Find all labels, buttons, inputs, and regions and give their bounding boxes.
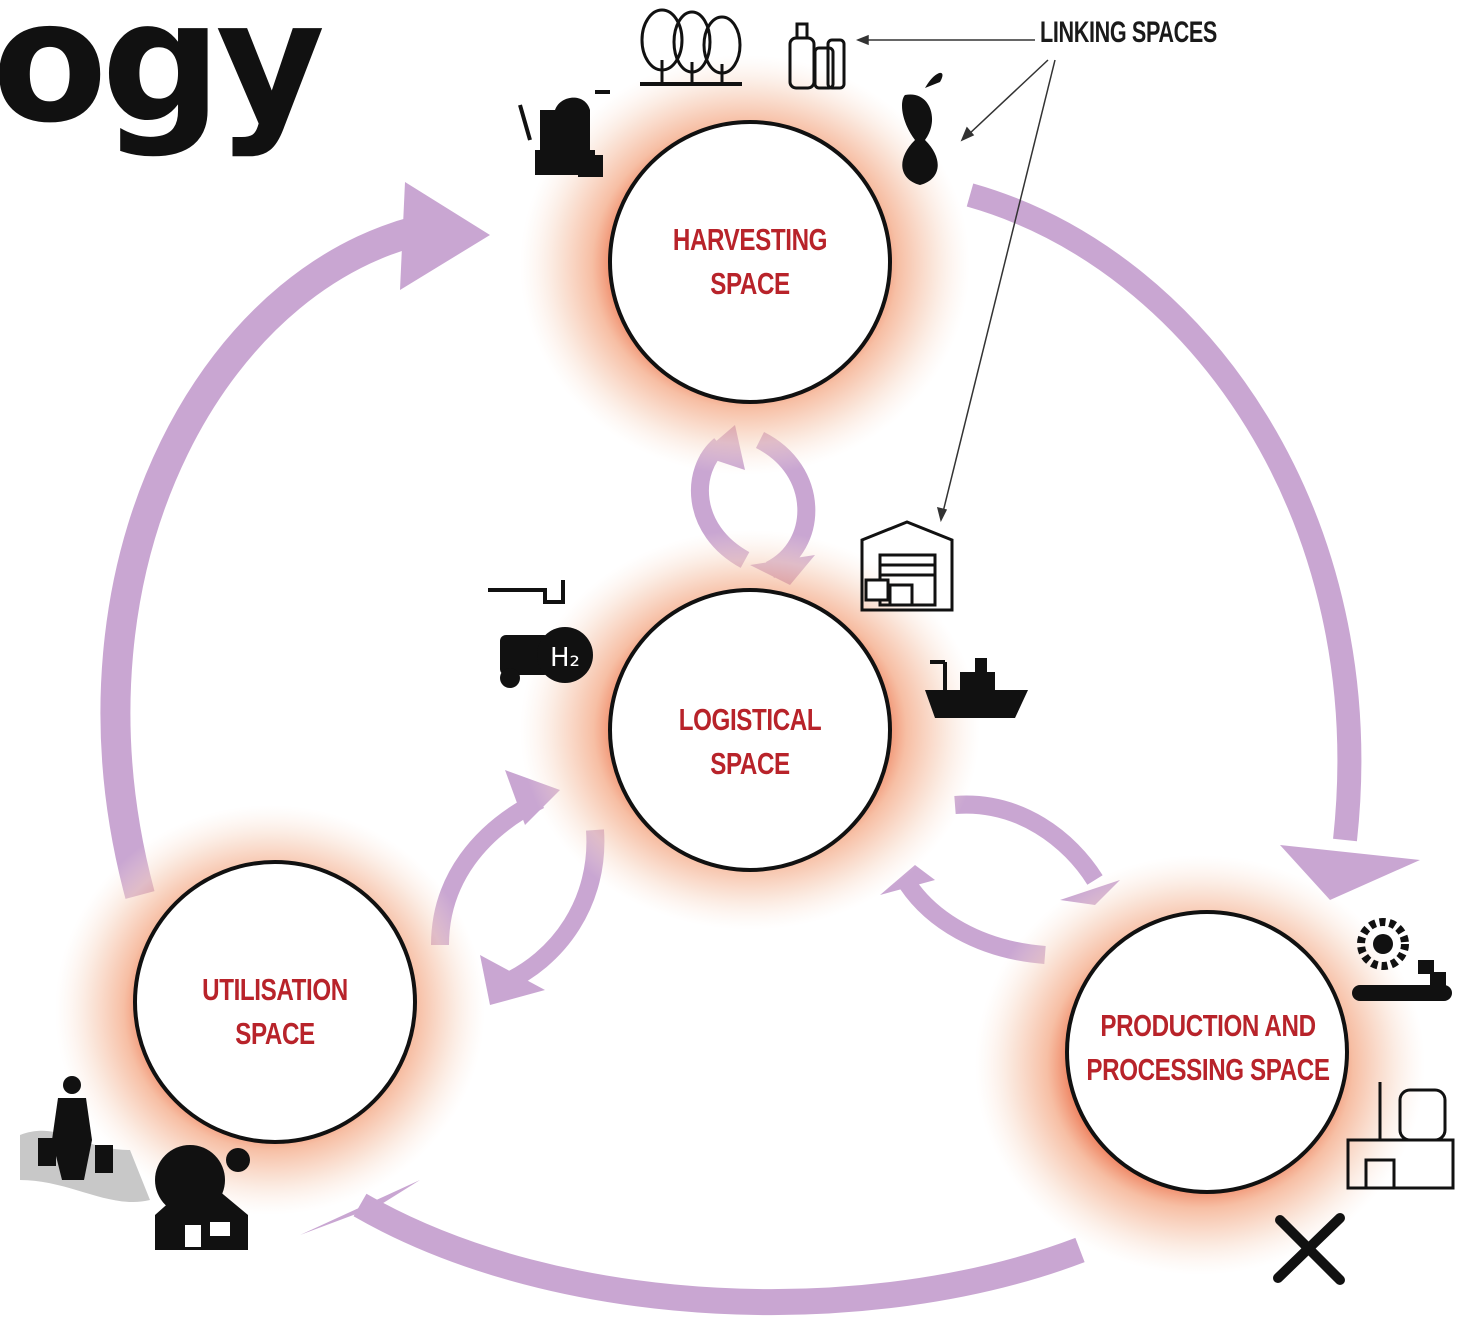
factory-gear-icon [1352, 918, 1452, 1001]
logistical-label: LOGISTICAL SPACE [633, 698, 867, 786]
logistical-circle [608, 588, 892, 872]
outer-arrowheads [300, 182, 1420, 1235]
logistical-line1: LOGISTICAL [678, 702, 822, 737]
outer-cycle-arrows [100, 183, 1362, 1316]
utilisation-line2: SPACE [235, 1016, 315, 1051]
wheelbarrow-icon [518, 90, 610, 177]
harvesting-line2: SPACE [710, 266, 790, 301]
utilisation-label: UTILISATION SPACE [158, 968, 392, 1056]
house-icon [155, 1145, 250, 1250]
production-line2: PROCESSING SPACE [1086, 1052, 1330, 1087]
apple-core-icon [902, 72, 943, 185]
bottles-icon [788, 22, 846, 90]
harvesting-label: HARVESTING SPACE [633, 218, 867, 306]
logistical-line2: SPACE [710, 746, 790, 781]
linking-pointers [855, 34, 1056, 523]
plant-icon [1346, 1082, 1455, 1190]
shopper-icon [20, 1076, 150, 1203]
utilisation-circle [133, 860, 417, 1144]
warehouse-icon [860, 520, 954, 612]
page-heading-fragment: ogy [0, 0, 325, 160]
trees-icon [640, 8, 742, 86]
harvesting-line1: HARVESTING [672, 222, 828, 257]
production-line1: PRODUCTION AND [1100, 1008, 1316, 1043]
node-circles [133, 120, 1349, 1194]
production-circle [1065, 910, 1349, 1194]
hydrogen-truck-icon: H₂ [488, 580, 593, 688]
ship-icon [925, 658, 1028, 718]
linking-spaces-label: LINKING SPACES [1040, 16, 1217, 49]
production-label: PRODUCTION AND PROCESSING SPACE [1052, 1004, 1364, 1092]
utilisation-line1: UTILISATION [202, 972, 348, 1007]
harvesting-circle [608, 120, 892, 404]
tools-icon [1273, 1213, 1345, 1285]
svg-text:H₂: H₂ [550, 643, 580, 673]
